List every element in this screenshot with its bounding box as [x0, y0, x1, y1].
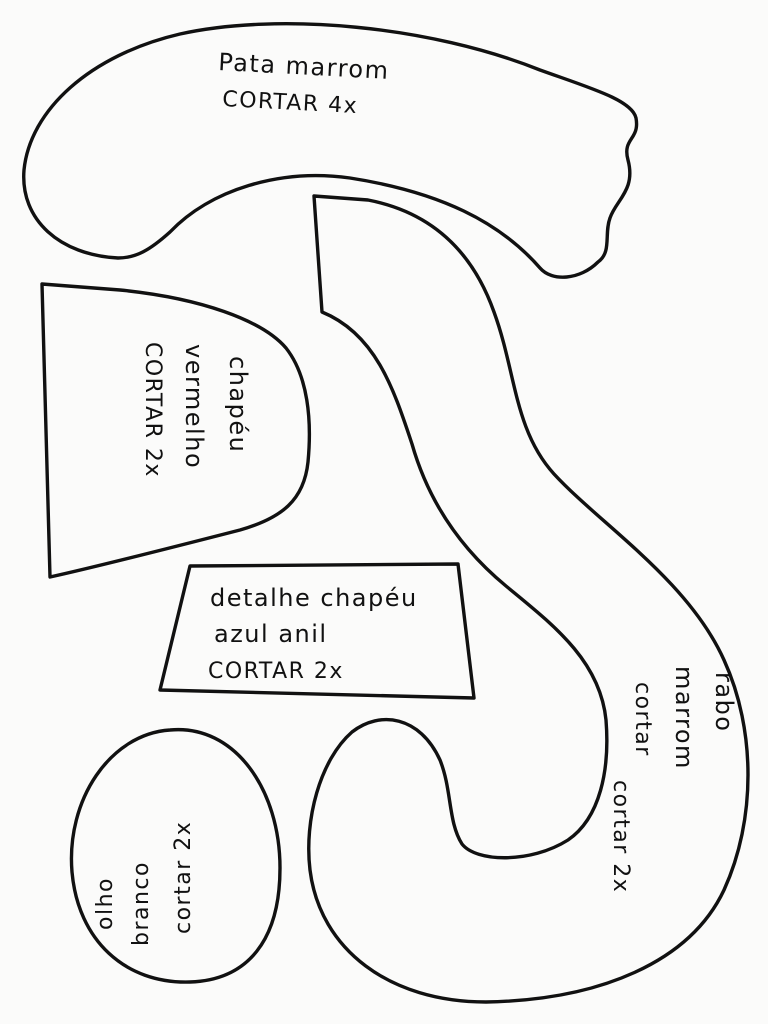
- rabo-label-4: cortar 2x: [608, 780, 633, 893]
- chapeu-label-2: vermelho: [180, 344, 208, 469]
- chapeu-label-3: CORTAR 2x: [140, 342, 165, 478]
- rabo-piece: rabo marrom cortar cortar 2x: [307, 194, 750, 1004]
- pata-label-2: CORTAR 4x: [222, 87, 359, 119]
- olho-outline: [69, 728, 282, 984]
- rabo-label-3: cortar: [630, 682, 655, 757]
- chapeu-piece: chapéu vermelho CORTAR 2x: [40, 282, 312, 579]
- detalhe-label-1: detalhe chapéu: [210, 584, 418, 612]
- detalhe-label-3: CORTAR 2x: [208, 659, 344, 684]
- olho-label-1: olho: [93, 877, 118, 930]
- chapeu-label-1: chapéu: [224, 356, 252, 453]
- olho-label-3: cortar 2x: [171, 821, 196, 934]
- detalhe-piece: detalhe chapéu azul anil CORTAR 2x: [158, 562, 476, 700]
- olho-piece: olho branco cortar 2x: [69, 728, 282, 984]
- rabo-label-2: marrom: [670, 666, 698, 770]
- olho-label-2: branco: [129, 861, 154, 946]
- rabo-outline: [307, 194, 750, 1004]
- detalhe-label-2: azul anil: [214, 620, 328, 648]
- pata-outline: [22, 22, 639, 279]
- detalhe-outline: [158, 562, 476, 700]
- pata-piece: Pata marrom CORTAR 4x: [22, 22, 639, 279]
- chapeu-outline: [40, 282, 312, 579]
- rabo-label-1: rabo: [710, 672, 738, 733]
- pata-label-1: Pata marrom: [218, 48, 391, 85]
